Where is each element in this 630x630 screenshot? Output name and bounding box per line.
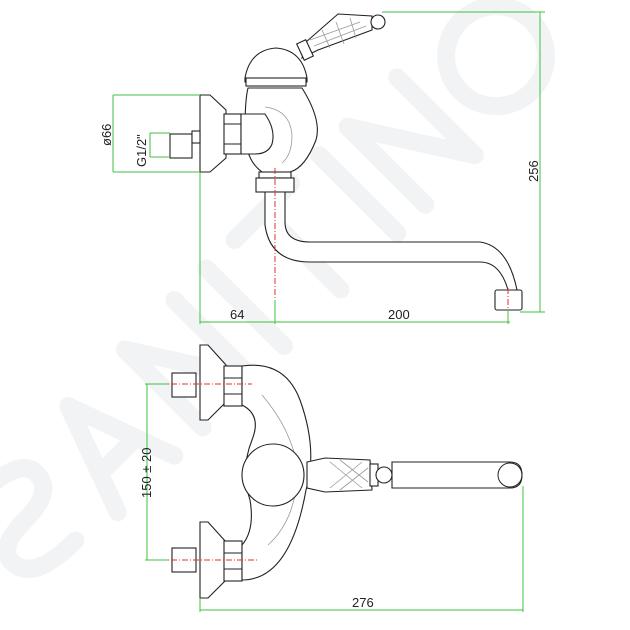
dim-height: 256 xyxy=(526,160,541,182)
top-view-dimensions xyxy=(145,383,524,612)
dim-spout-reach: 200 xyxy=(388,307,410,322)
side-view-dimensions xyxy=(112,11,545,324)
side-view-faucet xyxy=(169,13,523,320)
dim-thread: G1/2" xyxy=(134,134,149,167)
dim-diameter: ø66 xyxy=(99,124,114,146)
dim-wall-offset: 64 xyxy=(230,307,244,322)
dim-total-depth: 276 xyxy=(352,595,374,610)
dim-spacing: 150 ± 20 xyxy=(139,447,154,498)
top-view-faucet xyxy=(160,344,523,599)
watermark xyxy=(0,0,556,578)
